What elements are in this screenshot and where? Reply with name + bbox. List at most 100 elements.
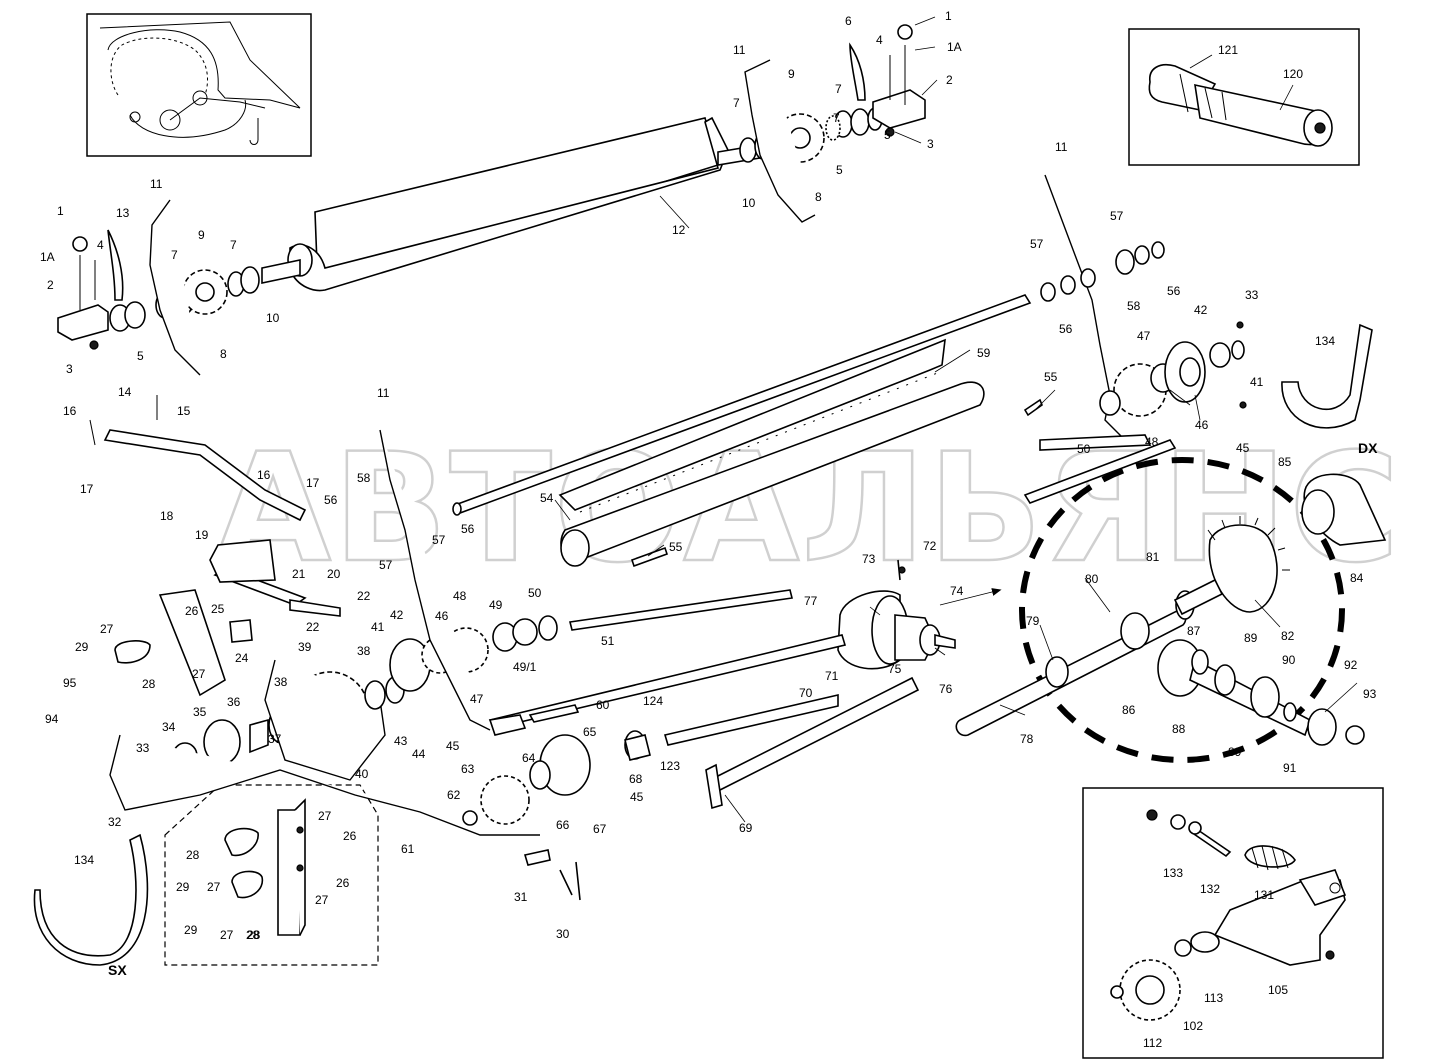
callout-46: 46: [1195, 418, 1209, 432]
callout-19: 19: [195, 528, 209, 542]
upper-left-bearing-stack: [57, 199, 260, 376]
callout-133: 133: [1163, 866, 1183, 880]
callout-64: 64: [522, 751, 536, 765]
callout-134: 134: [74, 853, 94, 867]
callout-38: 38: [274, 675, 288, 689]
callout-13: 13: [116, 206, 130, 220]
callout-76: 76: [939, 682, 953, 696]
callout-8: 8: [815, 190, 822, 204]
callout-17: 17: [80, 482, 94, 496]
callout-10: 10: [742, 196, 756, 210]
callout-5: 5: [137, 349, 144, 363]
callout-4: 4: [97, 238, 104, 252]
callout-31: 31: [514, 890, 528, 904]
callout-48: 48: [1145, 435, 1159, 449]
callout-26: 26: [185, 604, 199, 618]
callout-55: 55: [669, 540, 683, 554]
callout-89: 89: [1244, 631, 1258, 645]
callout-17: 17: [306, 476, 320, 490]
callout-5: 5: [836, 163, 843, 177]
callout-22: 22: [357, 589, 371, 603]
callout-79: 79: [1026, 614, 1040, 628]
callout-56: 56: [1059, 322, 1073, 336]
callout-27: 27: [315, 893, 329, 907]
callout-29: 29: [184, 923, 198, 937]
callout-41: 41: [371, 620, 385, 634]
callout-35: 35: [193, 705, 207, 719]
callout-16: 16: [257, 468, 271, 482]
callout-21: 21: [292, 567, 306, 581]
callout-18: 18: [160, 509, 174, 523]
callout-44: 44: [412, 747, 426, 761]
middle-rotor-54: [558, 338, 985, 567]
callout-113: 113: [1204, 991, 1223, 1005]
shaft-59: [452, 294, 1032, 516]
callout-15: 15: [177, 404, 191, 418]
callout-33: 33: [1245, 288, 1259, 302]
callout-49: 49: [489, 598, 503, 612]
callout-32: 32: [108, 815, 122, 829]
callout-8: 8: [220, 347, 227, 361]
callout-7: 7: [835, 82, 842, 96]
callout-38: 38: [357, 644, 371, 658]
callout-55: 55: [1044, 370, 1058, 384]
callout-94: 94: [45, 712, 59, 726]
callout-88: 88: [1172, 722, 1186, 736]
callout-27: 27: [220, 928, 234, 942]
callout-42: 42: [1194, 303, 1208, 317]
callout-3: 3: [927, 137, 934, 151]
callout-14: 14: [118, 385, 132, 399]
callout-34: 34: [162, 720, 176, 734]
callout-39: 39: [298, 640, 312, 654]
side-label-dx: DX: [1358, 440, 1378, 456]
callout-20: 20: [327, 567, 341, 581]
callout-87: 87: [1187, 624, 1201, 638]
callout-27: 27: [207, 880, 221, 894]
callout-6: 6: [845, 14, 852, 28]
callout-89: 89: [1228, 745, 1242, 759]
right-end-bearing-assembly: [1039, 241, 1247, 451]
callout-50: 50: [1077, 442, 1091, 456]
callout-56: 56: [461, 522, 475, 536]
callout-labels: 1 1A 2 3 4 6 11 7 9 7 5 5 10 8 7 12 121 …: [40, 9, 1377, 1050]
callout-95: 95: [63, 676, 77, 690]
callout-48: 48: [453, 589, 467, 603]
callout-105: 105: [1268, 983, 1288, 997]
leader-lines: [554, 16, 1358, 823]
callout-57: 57: [1110, 209, 1124, 223]
callout-73: 73: [862, 552, 876, 566]
callout-7: 7: [230, 238, 237, 252]
gearbox-housing: [837, 588, 1002, 670]
callout-90: 90: [1282, 653, 1296, 667]
callout-60: 60: [596, 698, 610, 712]
callout-30: 30: [556, 927, 570, 941]
callout-28: 28: [186, 848, 200, 862]
inset-chain-tensioner: [1082, 787, 1384, 1059]
callout-74: 74: [950, 584, 964, 598]
callout-72: 72: [923, 539, 937, 553]
callout-46: 46: [435, 609, 449, 623]
callout-1: 1: [945, 9, 952, 23]
callout-3: 3: [66, 362, 73, 376]
callout-112: 112: [1143, 1036, 1162, 1050]
callout-57: 57: [379, 558, 393, 572]
side-guard-sx: [33, 833, 149, 966]
lower-shafts: [488, 589, 920, 810]
callout-131: 131: [1254, 888, 1274, 902]
callout-61: 61: [401, 842, 415, 856]
callout-132: 132: [1200, 882, 1220, 896]
callout-1a: 1A: [40, 250, 55, 264]
callout-56: 56: [1167, 284, 1181, 298]
callout-93: 93: [1363, 687, 1377, 701]
callout-81: 81: [1146, 550, 1160, 564]
callout-58: 58: [1127, 299, 1141, 313]
callout-82: 82: [1281, 629, 1295, 643]
callout-25: 25: [211, 602, 225, 616]
callout-51: 51: [601, 634, 615, 648]
callout-11: 11: [377, 386, 390, 400]
callout-45: 45: [630, 790, 644, 804]
callout-26: 26: [343, 829, 357, 843]
callout-124: 124: [643, 694, 663, 708]
callout-29: 29: [75, 640, 89, 654]
